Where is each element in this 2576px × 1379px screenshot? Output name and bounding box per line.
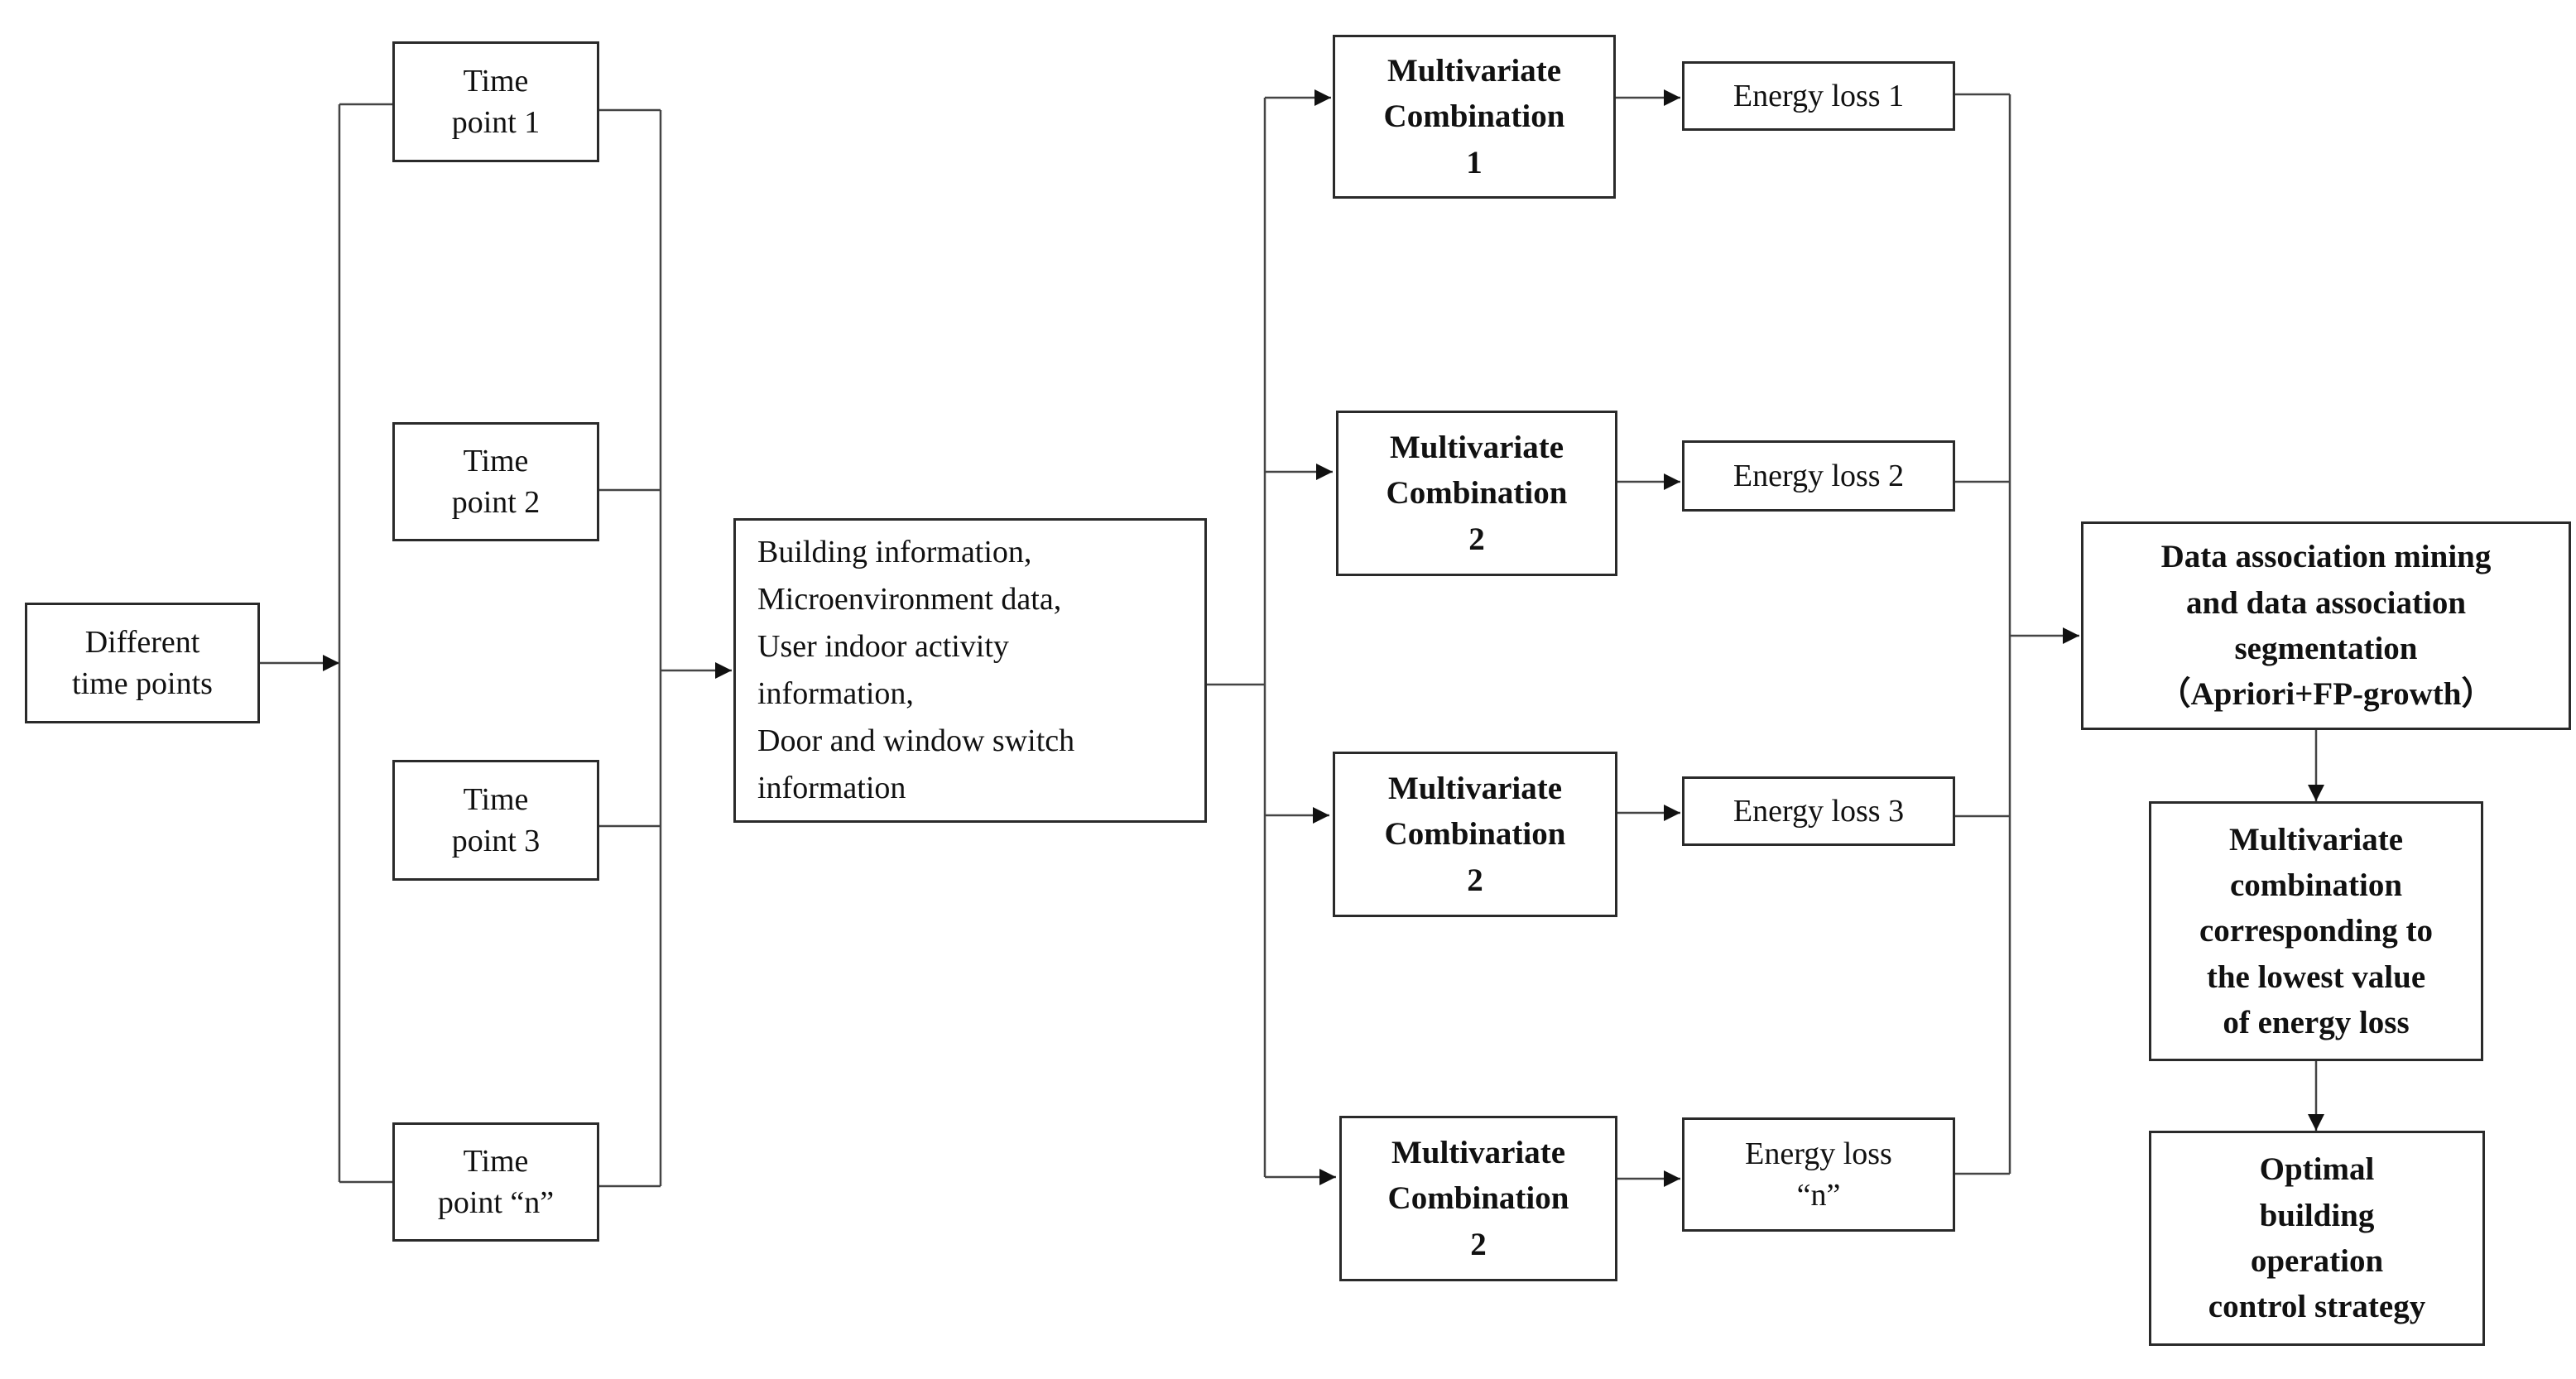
box-text: Data association mining — [2160, 539, 2492, 575]
multivariate-combination-2-box: Multivariate Combination 2 — [1336, 411, 1617, 576]
box-text: “n” — [1796, 1178, 1841, 1213]
box-text: point 2 — [451, 485, 541, 520]
box-text: 2 — [1470, 1226, 1487, 1262]
box-text: building — [2259, 1197, 2375, 1233]
box-text: Energy loss 3 — [1733, 793, 1905, 829]
box-text: Multivariate — [1387, 52, 1562, 89]
box-text: point 3 — [451, 824, 541, 858]
box-text: operation — [2250, 1243, 2384, 1279]
box-text: 1 — [1466, 144, 1483, 180]
box-text: corresponding to — [2199, 913, 2434, 949]
box-text: and data association — [2185, 584, 2467, 621]
box-text: of energy loss — [2223, 1005, 2410, 1041]
energy-loss-1-box: Energy loss 1 — [1682, 61, 1955, 131]
box-text: segmentation — [2234, 631, 2418, 666]
box-text: control strategy — [2208, 1289, 2426, 1325]
lowest-energy-loss-combination-box: Multivariate combination corresponding t… — [2149, 801, 2483, 1061]
box-text: information, — [757, 676, 914, 711]
box-text: 2 — [1467, 862, 1483, 898]
time-point-1-box: Time point 1 — [392, 41, 599, 162]
box-text: Combination — [1387, 1180, 1569, 1217]
box-text: Multivariate — [2228, 821, 2404, 858]
time-point-2-box: Time point 2 — [392, 422, 599, 541]
box-text: time points — [72, 666, 213, 701]
multivariate-combination-n-box: Multivariate Combination 2 — [1339, 1116, 1617, 1281]
data-association-mining-box: Data association mining and data associa… — [2081, 521, 2571, 730]
box-text: Time — [463, 443, 529, 478]
box-text: Multivariate — [1389, 429, 1564, 465]
optimal-control-strategy-box: Optimal building operation control strat… — [2149, 1131, 2485, 1346]
building-information-box: Building information, Microenvironment d… — [733, 518, 1207, 823]
box-text: point 1 — [451, 105, 541, 140]
box-text: the lowest value — [2206, 959, 2426, 995]
time-point-n-box: Time point “n” — [392, 1122, 599, 1242]
box-text: point “n” — [437, 1185, 555, 1220]
box-text: Building information, — [757, 535, 1032, 569]
different-time-points-box: Different time points — [25, 603, 260, 723]
box-text: Combination — [1383, 98, 1565, 135]
box-text: Energy loss 2 — [1733, 458, 1905, 493]
box-text: （Apriori+FP-growth） — [2158, 676, 2494, 713]
multivariate-combination-1-box: Multivariate Combination 1 — [1333, 35, 1616, 199]
energy-loss-n-box: Energy loss “n” — [1682, 1117, 1955, 1232]
box-text: Time — [463, 1143, 529, 1179]
time-point-3-box: Time point 3 — [392, 760, 599, 881]
multivariate-combination-3-box: Multivariate Combination 2 — [1333, 752, 1617, 917]
box-text: Energy loss 1 — [1733, 78, 1905, 113]
energy-loss-2-box: Energy loss 2 — [1682, 440, 1955, 512]
box-text: Microenvironment data, — [757, 582, 1062, 617]
box-text: Energy loss — [1745, 1136, 1892, 1171]
box-text: Door and window switch — [757, 723, 1075, 758]
box-text: Different — [84, 624, 200, 660]
box-text: Combination — [1384, 816, 1566, 853]
box-text: Time — [463, 63, 529, 98]
box-text: combination — [2229, 867, 2403, 903]
box-text: Time — [463, 781, 529, 817]
box-text: Multivariate — [1387, 770, 1563, 806]
box-text: Optimal — [2259, 1151, 2375, 1188]
box-text: Combination — [1386, 475, 1568, 512]
box-text: User indoor activity — [757, 629, 1009, 664]
box-text: Multivariate — [1391, 1134, 1566, 1170]
box-text: 2 — [1468, 521, 1485, 557]
energy-loss-3-box: Energy loss 3 — [1682, 776, 1955, 846]
box-text: information — [757, 771, 906, 805]
